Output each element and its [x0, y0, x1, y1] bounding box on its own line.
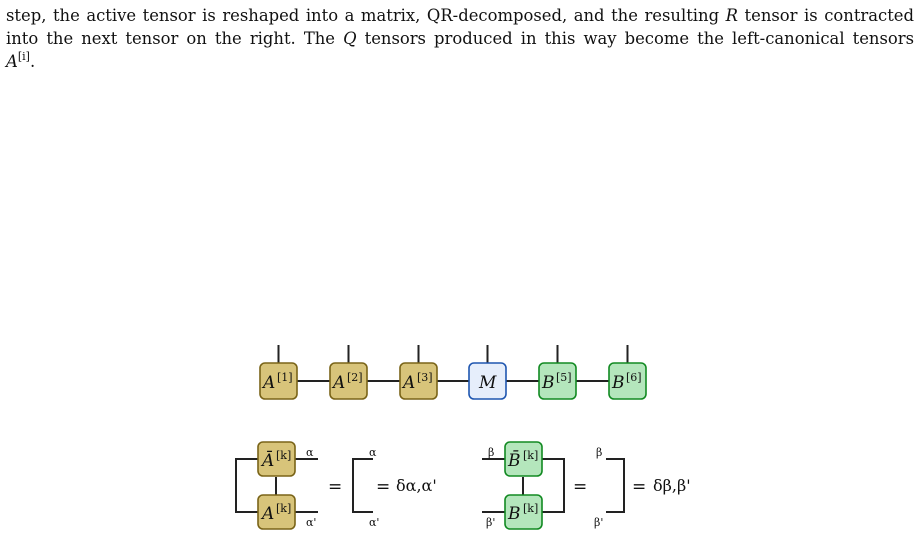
index-label-alpha-prime: α' — [369, 516, 379, 529]
tensor-label-superscript: [2] — [347, 371, 363, 384]
tensor-node — [608, 362, 647, 400]
contraction-bond — [541, 458, 565, 513]
index-label-alpha-prime: α' — [306, 516, 316, 529]
paragraph: step, the active tensor is reshaped into… — [6, 4, 914, 73]
equals-sign: = — [328, 477, 342, 497]
tensor-label-superscript: [k] — [276, 449, 291, 462]
kronecker-delta: δα,α' — [396, 476, 437, 495]
paragraph-line-3: A[i]. — [6, 50, 914, 73]
text-run: . — [29, 52, 36, 71]
text-run: tensors produced in this way become the … — [356, 29, 915, 48]
tensor-label-superscript: [k] — [523, 449, 538, 462]
text-run: tensor is contracted — [738, 6, 914, 25]
tensor-node-bbar — [504, 441, 543, 477]
tensor-label-base: A — [401, 373, 415, 393]
tensor-label-superscript: [3] — [417, 371, 433, 384]
text-run: step, the active tensor is reshaped into… — [6, 6, 726, 25]
tensor-node — [538, 362, 577, 400]
left-canonical-identity: Ā [k] A [k] α α' = α α' = δα,α' — [235, 441, 437, 530]
math-variable: R — [725, 6, 738, 25]
equals-sign: = — [632, 477, 646, 497]
tensor-label-superscript: [6] — [626, 371, 642, 384]
index-label-beta: β — [596, 446, 602, 459]
identity-bracket — [352, 458, 373, 513]
tensor-label-base: B̄ — [507, 449, 521, 471]
tensor-label-superscript: [1] — [277, 371, 293, 384]
index-label-alpha: α — [369, 446, 377, 459]
equals-sign: = — [573, 477, 587, 497]
equals-sign: = — [376, 477, 390, 497]
tensor-label-superscript: [5] — [556, 371, 572, 384]
math-superscript: [i] — [17, 50, 30, 63]
tensor-node-b — [504, 494, 543, 530]
tensor-label-base: B — [507, 504, 521, 524]
math-variable: A — [6, 52, 18, 71]
tensor-label-base: B — [611, 373, 625, 393]
text-run: into the next tensor on the right. The — [6, 29, 344, 48]
tensor-label-base: B — [541, 373, 555, 393]
kronecker-delta: δβ,β' — [653, 476, 691, 495]
tensor-node-abar — [257, 441, 296, 477]
index-label-beta: β — [488, 446, 494, 459]
right-canonical-identity: B̄ [k] B [k] β β' = β β' = δβ,β' — [482, 441, 691, 530]
tensor-node-a — [257, 494, 296, 530]
tensor-label-base: A — [260, 504, 274, 524]
index-label-beta-prime: β' — [594, 516, 603, 529]
index-label-alpha: α — [306, 446, 314, 459]
paragraph-line-1: step, the active tensor is reshaped into… — [6, 4, 914, 27]
identity-bracket — [606, 458, 625, 513]
index-label-beta-prime: β' — [486, 516, 495, 529]
tensor-label-base: A — [331, 373, 345, 393]
math-variable: Q — [343, 29, 357, 48]
contraction-bond — [235, 458, 258, 513]
paragraph-line-2: into the next tensor on the right. The Q… — [6, 27, 914, 50]
tensor-node — [399, 362, 438, 400]
tensor-node — [468, 362, 507, 400]
tensor-node — [329, 362, 368, 400]
tensor-node — [259, 362, 298, 400]
tensor-label-superscript: [k] — [276, 502, 291, 515]
tensor-label-superscript: [k] — [523, 502, 538, 515]
tensor-label-base: A — [261, 373, 275, 393]
tensor-label-base: M — [478, 373, 497, 393]
tensor-label-base: Ā — [260, 450, 274, 471]
